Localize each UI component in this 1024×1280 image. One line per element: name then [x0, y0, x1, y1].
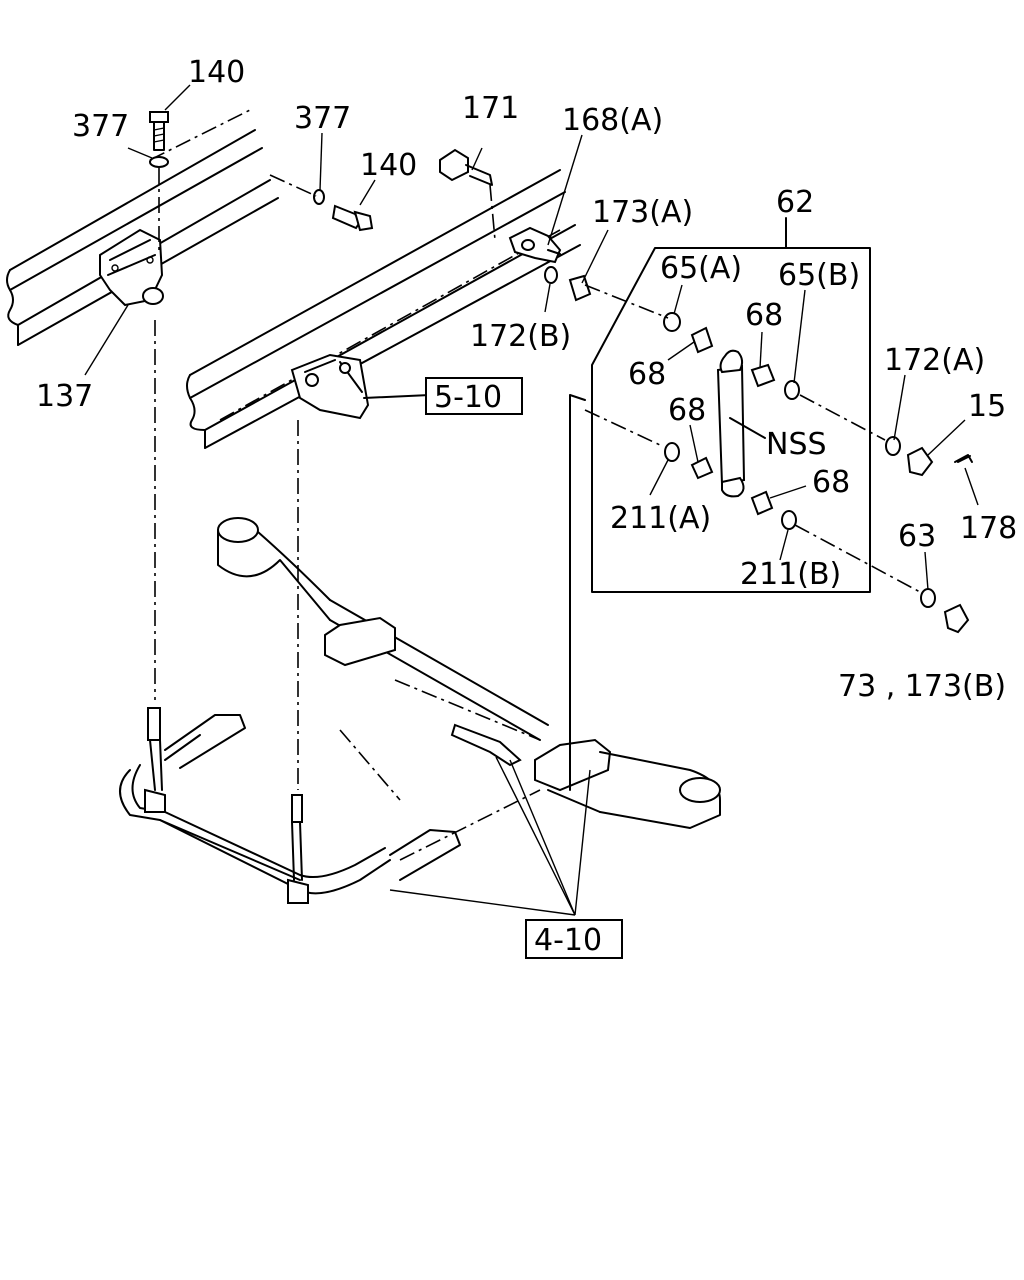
label-65a: 65(A) [660, 251, 742, 286]
bolt-140-top [149, 111, 169, 250]
label-377-right: 377 [294, 101, 351, 136]
label-140-top: 140 [188, 55, 245, 90]
bushing-173a [568, 274, 592, 302]
label-171: 171 [462, 91, 519, 126]
label-62: 62 [776, 185, 814, 220]
washer-172b [544, 266, 558, 284]
nuts [906, 446, 971, 634]
label-68-lower-left: 68 [668, 393, 706, 428]
label-168a: 168(A) [562, 103, 663, 138]
label-137: 137 [36, 379, 93, 414]
label-211a: 211(A) [610, 501, 711, 536]
axle-pin [450, 723, 522, 767]
label-68-upper-left: 68 [628, 357, 666, 392]
label-68-upper-right: 68 [745, 298, 783, 333]
label-178: 178 [960, 511, 1017, 546]
label-65b: 65(B) [778, 258, 860, 293]
bracket-137 [99, 228, 164, 307]
label-140-side: 140 [360, 148, 417, 183]
dash-line-left-lower [584, 409, 661, 446]
label-15: 15 [968, 389, 1006, 424]
label-173a: 173(A) [592, 195, 693, 230]
axle-mount-line [569, 394, 586, 791]
bushings-68 [690, 326, 776, 516]
stabilizer-bar [119, 320, 541, 904]
center-frame-rail [186, 169, 581, 449]
label-211b: 211(B) [740, 557, 841, 592]
bolt-171 [439, 148, 496, 241]
dash-line-upper [584, 284, 669, 319]
bracket-168a [508, 226, 562, 264]
dash-line-right-lower [794, 524, 921, 593]
shock-absorber-group-box [591, 217, 871, 593]
label-172b: 172(B) [470, 319, 571, 354]
ref-box-4-10[interactable]: 4-10 [525, 919, 623, 959]
front-axle-beam [217, 517, 721, 829]
label-73-173b: 73 , 173(B) [838, 669, 1006, 704]
label-377-left: 377 [72, 109, 129, 144]
dash-line-right-upper [799, 394, 886, 441]
label-68-lower-right: 68 [812, 465, 850, 500]
shock-absorber [716, 349, 766, 498]
label-63: 63 [898, 519, 936, 554]
bolt-140-side [269, 174, 374, 232]
washers [663, 312, 936, 608]
ref-box-5-10[interactable]: 5-10 [425, 377, 523, 415]
bracket-5-10-part [290, 353, 431, 790]
cotter-pin-178 [954, 454, 973, 463]
label-172a: 172(A) [884, 343, 985, 378]
left-frame-rail [6, 109, 279, 346]
label-nss: NSS [766, 427, 827, 462]
ref-label-4-10: 4-10 [534, 923, 602, 958]
leader-lines [84, 84, 979, 916]
ref-label-5-10: 5-10 [434, 380, 502, 415]
